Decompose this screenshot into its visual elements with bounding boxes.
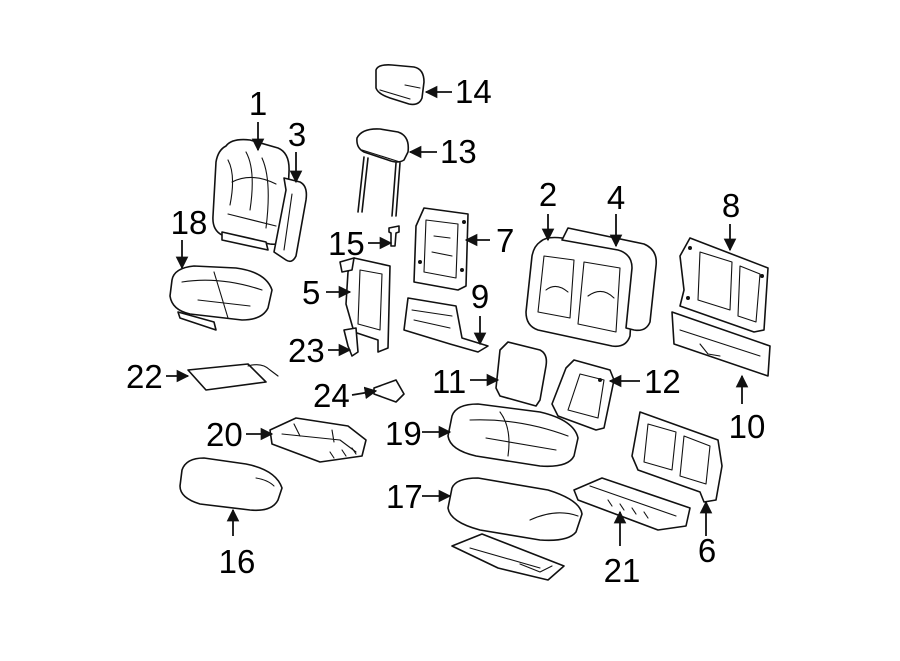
callout-14: 14 <box>455 73 492 110</box>
seat-back-board-part <box>413 207 469 291</box>
callout-numbers: 1 2 3 4 5 6 7 8 9 10 11 12 13 14 15 16 1… <box>126 73 765 589</box>
callout-16: 16 <box>219 543 256 580</box>
bracket-part <box>343 327 359 357</box>
callout-17: 17 <box>386 478 423 515</box>
callout-18: 18 <box>171 204 208 241</box>
cushion-tray-part <box>451 533 565 581</box>
seat-cushion-left-part <box>169 265 273 331</box>
callout-12: 12 <box>644 363 681 400</box>
callout-24: 24 <box>313 377 350 414</box>
callout-9: 9 <box>471 278 489 315</box>
leader-arrows <box>166 85 749 546</box>
callout-10: 10 <box>729 408 766 445</box>
headrest-part <box>356 128 410 217</box>
small-seat-frame-part <box>551 359 615 431</box>
callout-4: 4 <box>607 179 625 216</box>
trim-panel-right-part <box>671 311 771 377</box>
trim-panel-part <box>403 297 489 353</box>
callout-20: 20 <box>206 416 243 453</box>
heater-pad-part <box>187 363 279 391</box>
seat-back-right-part <box>525 236 636 348</box>
seat-cushion-middle-part <box>447 403 579 468</box>
cushion-frame-right-part <box>631 411 723 503</box>
cushion-pad-left-part <box>179 457 283 512</box>
callout-1: 1 <box>249 85 267 122</box>
callout-3: 3 <box>288 116 306 153</box>
small-seat-back-part <box>495 341 548 407</box>
callout-6: 6 <box>698 532 716 569</box>
callout-23: 23 <box>288 332 325 369</box>
callout-15: 15 <box>328 225 365 262</box>
headrest-upper-part <box>375 64 425 106</box>
seat-back-frame-right-part <box>679 237 769 333</box>
callout-5: 5 <box>302 274 320 311</box>
seat-back-frame-part <box>339 257 391 353</box>
cushion-frame-lower-right-part <box>573 477 691 531</box>
callout-8: 8 <box>722 187 740 224</box>
small-pad-part <box>373 379 405 403</box>
callout-7: 7 <box>496 222 514 259</box>
cushion-pad-middle-part <box>447 477 583 542</box>
callout-2: 2 <box>539 176 557 213</box>
callout-13: 13 <box>440 133 477 170</box>
callout-22: 22 <box>126 358 163 395</box>
callout-21: 21 <box>604 552 641 589</box>
callout-19: 19 <box>385 415 422 452</box>
seat-back-panel-left-part <box>273 177 308 263</box>
cushion-frame-left-part <box>269 417 367 463</box>
seat-back-panel-right-part <box>561 227 658 332</box>
callout-11: 11 <box>432 363 466 400</box>
